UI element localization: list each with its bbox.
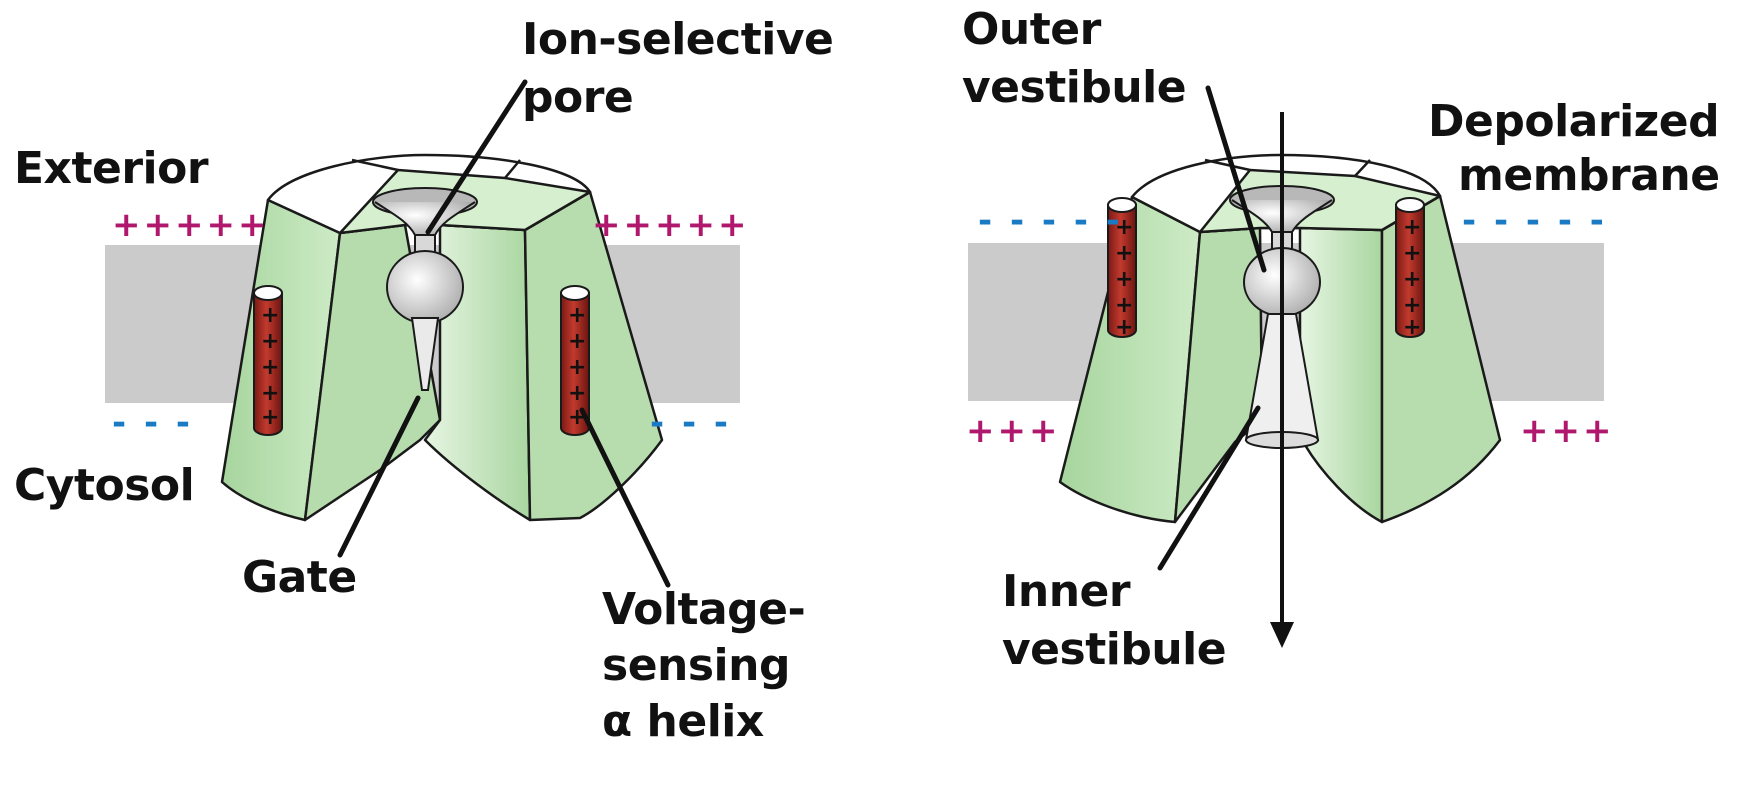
left-channel-right-outer-face <box>523 190 664 522</box>
svg-text:+: + <box>1403 215 1421 240</box>
ion-flow-arrow <box>1270 112 1294 648</box>
right-cytosol-positive-charges-left: +++ <box>966 411 1061 451</box>
right-leader-lines <box>1157 85 1267 571</box>
outer-vestibule-label-line1: Outer <box>962 4 1101 55</box>
svg-text:+: + <box>568 381 586 406</box>
right-exterior-negative-charges-right: - - - - - <box>1462 201 1607 241</box>
left-exterior-positive-charges-right: +++++ <box>592 205 750 245</box>
left-panel: + + + + + + + + + + <box>105 79 740 588</box>
inner-vestibule-label-line2: vestibule <box>1002 624 1227 675</box>
svg-text:+: + <box>1115 293 1133 318</box>
outer-vestibule-label-line2: vestibule <box>962 62 1187 113</box>
left-cytosol-negative-charges-right: - - - <box>650 403 732 443</box>
svg-text:+: + <box>1403 315 1421 340</box>
pore-leader-line <box>425 79 528 235</box>
left-cytosol-negative-charges-left: - - - <box>112 403 194 443</box>
cytosol-label: Cytosol <box>14 460 195 511</box>
gate-label: Gate <box>242 552 357 603</box>
exterior-label: Exterior <box>14 143 209 194</box>
voltage-sensing-helix-label-line2: sensing <box>602 640 790 691</box>
svg-text:+: + <box>1115 267 1133 292</box>
right-exterior-negative-charges-left: - - - - - <box>978 201 1123 241</box>
ion-selective-pore-label-line2: pore <box>522 72 634 123</box>
svg-text:+: + <box>261 329 279 354</box>
depolarized-membrane-label-line2: membrane <box>1458 150 1720 201</box>
inner-vestibule-leader-line <box>1157 405 1261 571</box>
left-voltage-sensing-helix-1: + + + + + <box>253 285 283 436</box>
svg-text:+: + <box>261 355 279 380</box>
svg-text:+: + <box>568 355 586 380</box>
svg-text:+: + <box>568 303 586 328</box>
svg-text:+: + <box>1115 215 1133 240</box>
depolarized-membrane-label-line1: Depolarized <box>1428 96 1720 147</box>
right-voltage-sensing-helix-2: + + + + + <box>1395 197 1425 340</box>
right-cytosol-positive-charges-right: +++ <box>1520 411 1615 451</box>
outer-vestibule-leader-line <box>1205 85 1267 273</box>
svg-text:+: + <box>261 303 279 328</box>
svg-text:+: + <box>1403 241 1421 266</box>
svg-text:+: + <box>1403 267 1421 292</box>
left-leader-lines <box>337 79 671 588</box>
gate-leader-line <box>337 395 421 558</box>
svg-text:+: + <box>1403 293 1421 318</box>
right-panel: + + + + + + + + + + <box>968 85 1604 648</box>
svg-text:+: + <box>261 381 279 406</box>
inner-vestibule-label-line1: Inner <box>1002 566 1131 617</box>
ion-selective-pore-label-line1: Ion-selective <box>522 14 834 65</box>
svg-text:+: + <box>261 405 279 430</box>
left-gate-constriction <box>410 317 440 391</box>
right-voltage-sensing-helix-1: + + + + + <box>1107 197 1137 340</box>
svg-text:+: + <box>568 329 586 354</box>
helix-leader-line <box>579 407 671 588</box>
svg-text:+: + <box>1115 241 1133 266</box>
voltage-sensing-helix-label-line3: α helix <box>602 696 764 747</box>
svg-text:+: + <box>1115 315 1133 340</box>
left-ion-selective-pore <box>372 187 478 391</box>
left-exterior-positive-charges-left: +++++ <box>112 205 270 245</box>
voltage-sensing-helix-label-line1: Voltage- <box>602 584 806 635</box>
